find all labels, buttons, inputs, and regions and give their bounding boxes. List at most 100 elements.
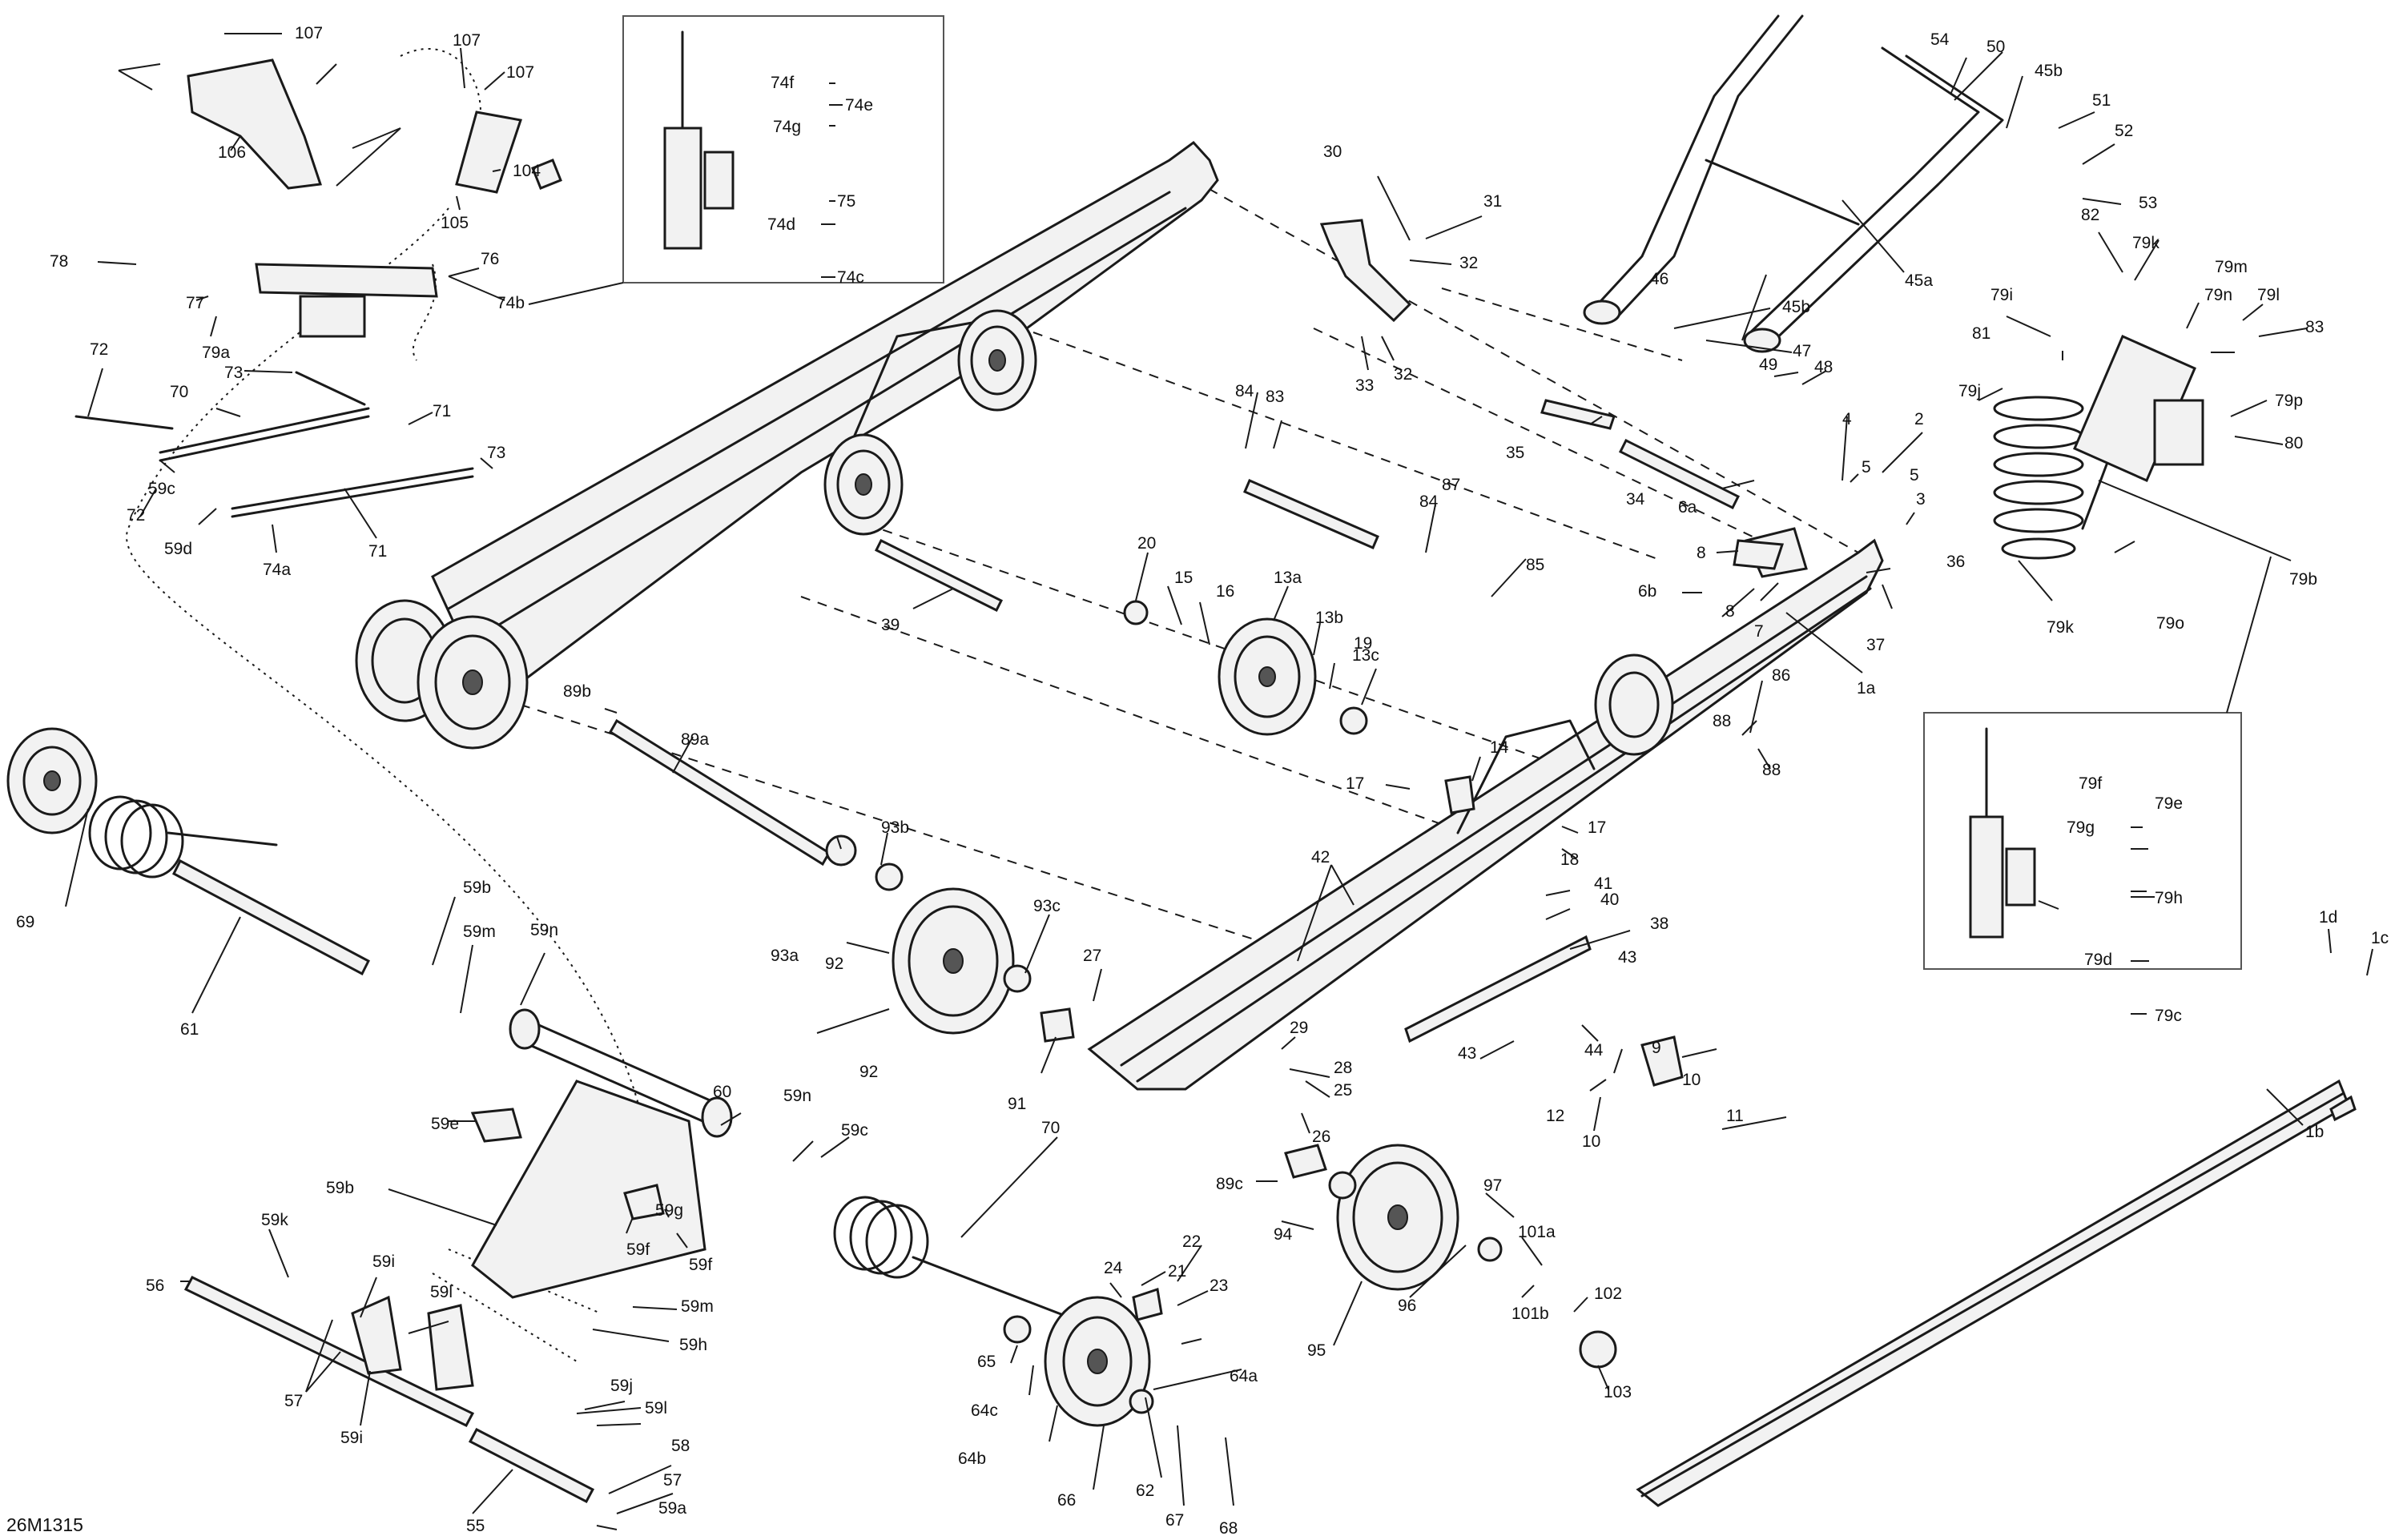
callout: 78 xyxy=(50,252,68,271)
callout: 79e xyxy=(2155,794,2183,813)
callout: 41 xyxy=(1594,875,1612,893)
callout: 86 xyxy=(1772,666,1790,685)
callout: 1b xyxy=(2305,1123,2324,1141)
callout: 34 xyxy=(1626,490,1645,509)
callout: 107 xyxy=(453,31,481,50)
callout: 33 xyxy=(1355,376,1374,395)
callout: 10 xyxy=(1682,1071,1701,1089)
callout: 74a xyxy=(263,561,291,579)
callout: 64c xyxy=(971,1401,998,1420)
callout: 87 xyxy=(1442,476,1460,494)
callout: 50 xyxy=(1986,38,2005,56)
shock-absorber-left xyxy=(255,263,438,338)
rear-arm-assembly xyxy=(471,1008,733,1299)
callout-leader-lines xyxy=(65,33,2373,1530)
wheel-64a xyxy=(1044,1296,1151,1427)
callout: 79a xyxy=(202,344,230,362)
callout: 79c xyxy=(2155,1007,2182,1025)
callout: 79o xyxy=(2156,614,2184,633)
callout: 106 xyxy=(218,143,246,162)
callout: 64b xyxy=(958,1450,986,1468)
shock-detail-inset-top xyxy=(622,15,944,283)
callout: 61 xyxy=(180,1020,199,1039)
callout: 79p xyxy=(2275,392,2303,410)
callout: 53 xyxy=(2139,194,2157,212)
callout: 52 xyxy=(2115,122,2133,140)
callout: 10 xyxy=(1582,1132,1600,1151)
callout: 79k xyxy=(2132,234,2159,252)
callout: 42 xyxy=(1311,848,1330,867)
callout: 1a xyxy=(1857,679,1876,698)
callout: 14 xyxy=(1490,738,1509,757)
callout: 57 xyxy=(284,1392,303,1410)
callout: 59c xyxy=(148,480,175,498)
callout: 39 xyxy=(881,616,900,634)
callout: 35 xyxy=(1506,444,1524,462)
callout: 96 xyxy=(1398,1297,1416,1315)
callout: 77 xyxy=(186,294,204,312)
callout: 74f xyxy=(771,74,794,92)
callout: 59a xyxy=(658,1499,686,1518)
callout: 76 xyxy=(481,250,499,268)
shock-absorber-right xyxy=(2073,335,2204,530)
callout: 59e xyxy=(431,1115,459,1133)
callout: 17 xyxy=(1588,818,1606,837)
callout: 69 xyxy=(16,913,34,931)
callout: 1d xyxy=(2319,908,2337,927)
callout: 89c xyxy=(1216,1175,1243,1193)
callout: 1c xyxy=(2371,929,2389,947)
callout: 59c xyxy=(841,1121,868,1140)
callout-labels: 1a 1b 1c 1d 2 3 4 5 5 6a 6b 7 8 8 9 10 1… xyxy=(16,24,2389,1538)
callout: 59m xyxy=(681,1297,714,1316)
callout: 101b xyxy=(1511,1305,1549,1323)
callout: 6a xyxy=(1678,498,1697,517)
callout: 59m xyxy=(463,923,496,941)
callout: 59d xyxy=(164,540,192,558)
callout: 55 xyxy=(466,1517,485,1535)
callout: 101a xyxy=(1518,1223,1556,1241)
callout: 64a xyxy=(1230,1367,1258,1385)
callout: 28 xyxy=(1334,1059,1352,1077)
callout: 38 xyxy=(1650,915,1668,933)
callout: 71 xyxy=(368,542,387,561)
callout: 22 xyxy=(1182,1232,1201,1251)
callout: 79n xyxy=(2204,286,2232,304)
shock-inset-right-drawing xyxy=(1969,727,2036,939)
callout: 74d xyxy=(767,215,795,234)
rail-left-rear-wheel-outer xyxy=(417,615,529,750)
callout: 36 xyxy=(1946,553,1965,571)
coil-spring xyxy=(1993,396,2084,560)
callout: 59k xyxy=(261,1211,288,1229)
callout: 89a xyxy=(681,730,709,749)
callout: 54 xyxy=(1930,30,1950,49)
callout: 29 xyxy=(1290,1019,1308,1037)
callout: 59n xyxy=(530,921,558,939)
callout: 45b xyxy=(2035,62,2063,80)
callout: 62 xyxy=(1136,1482,1154,1500)
callout: 107 xyxy=(295,24,323,42)
small-hardware xyxy=(351,159,2357,1414)
callout: 25 xyxy=(1334,1081,1352,1100)
callout: 18 xyxy=(1560,850,1579,869)
callout: 15 xyxy=(1174,569,1193,587)
callout: 4 xyxy=(1842,410,1852,428)
callout: 74g xyxy=(773,118,801,136)
rail-left xyxy=(355,140,1219,750)
callout: 104 xyxy=(513,162,541,180)
callout: 79g xyxy=(2067,818,2095,837)
callout: 47 xyxy=(1793,342,1811,360)
callout: 59n xyxy=(783,1087,811,1105)
rail-left-idler-wheel-front xyxy=(823,433,904,536)
shock-inset-top-drawing xyxy=(663,30,735,250)
callout: 73 xyxy=(224,364,243,382)
callout: 79m xyxy=(2215,258,2248,276)
callout: 7 xyxy=(1754,622,1764,641)
rail-right xyxy=(1087,538,1884,1091)
callout: 71 xyxy=(433,402,451,420)
callout: 72 xyxy=(90,340,108,359)
callout: 24 xyxy=(1104,1259,1123,1277)
callout: 17 xyxy=(1346,774,1364,793)
callout: 79h xyxy=(2155,889,2183,907)
callout: 79j xyxy=(1958,382,1981,400)
